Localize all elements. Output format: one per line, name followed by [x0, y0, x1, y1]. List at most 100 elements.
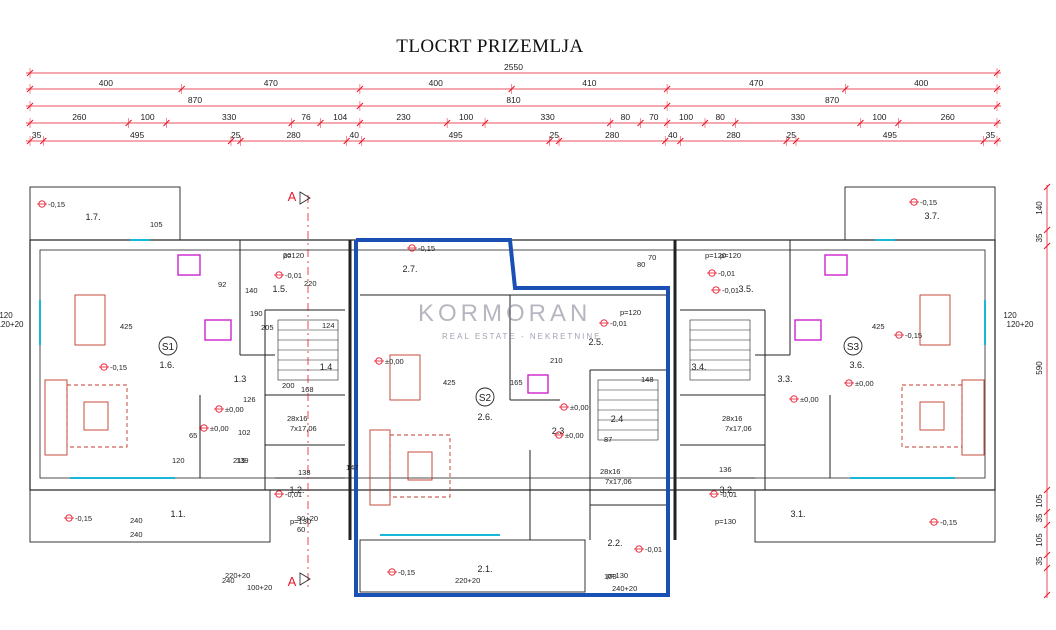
dimension-value: 870	[188, 95, 202, 105]
level-mark: -0,15	[418, 244, 435, 253]
room-label: 1.5.	[272, 284, 287, 294]
level-mark: -0,15	[905, 331, 922, 340]
room-label: 3.2.	[719, 485, 734, 495]
drawing-annotation: 105	[150, 220, 163, 229]
drawing-annotation: 190	[250, 309, 263, 318]
apartment-room-label: 1.6.	[159, 360, 174, 370]
dimension-tick	[1043, 564, 1051, 572]
level-mark: -0,01	[285, 271, 302, 280]
drawing-annotation: 425	[443, 378, 456, 387]
drawing-annotation: p=130	[607, 571, 628, 580]
level-mark: ±0,00	[210, 424, 229, 433]
dimension-value-vertical: 35	[1035, 556, 1044, 565]
watermark-brand: KORMORAN	[418, 300, 592, 327]
dimension-tick	[1043, 226, 1051, 234]
room-label: 3.7.	[924, 211, 939, 221]
apartment-room-label: 2.6.	[477, 412, 492, 422]
dimension-value: 260	[72, 112, 86, 122]
side-dimension: 120+20	[1007, 320, 1034, 329]
drawing-annotation: p=120	[705, 251, 726, 260]
drawing-annotation: 124	[322, 321, 335, 330]
level-mark: -0,01	[285, 490, 302, 499]
level-mark: ±0,00	[570, 403, 589, 412]
level-mark: -0,15	[398, 568, 415, 577]
section-arrow-icon	[299, 572, 311, 586]
drawing-annotation: 138	[298, 468, 311, 477]
dimension-value: 495	[449, 130, 463, 140]
highlight-outline-s2	[354, 238, 670, 597]
drawing-annotation: 200	[282, 381, 295, 390]
section-arrow-icon	[299, 191, 311, 205]
dimension-value: 25	[550, 130, 560, 140]
dimension-value-vertical: 105	[1035, 533, 1044, 547]
room-label: 1.1.	[170, 509, 185, 519]
drawing-annotation: 65	[189, 431, 197, 440]
drawing-annotation: 7x17,06	[290, 424, 317, 433]
dimension-value: 400	[429, 78, 443, 88]
level-mark: -0,15	[940, 518, 957, 527]
dimension-value-vertical: 105	[1035, 494, 1044, 508]
dimension-value: 400	[914, 78, 928, 88]
drawing-annotation: p=130	[715, 517, 736, 526]
dimension-value: 76	[301, 112, 311, 122]
drawing-annotation: 28x16	[287, 414, 307, 423]
apartment-marker	[843, 336, 863, 356]
dimension-value: 280	[286, 130, 300, 140]
drawing-annotation: 425	[120, 322, 133, 331]
dimension-value: 40	[349, 130, 359, 140]
dimension-value: 410	[582, 78, 596, 88]
room-label: 2.2.	[607, 538, 622, 548]
drawing-annotation: 425	[872, 322, 885, 331]
drawing-annotation: 28x16	[600, 467, 620, 476]
dimension-value: 330	[222, 112, 236, 122]
room-label: 1.2.	[289, 485, 304, 495]
drawing-annotation: 90+20	[297, 514, 318, 523]
room-label: 2.4	[611, 414, 624, 424]
dimension-value: 100	[872, 112, 886, 122]
drawing-annotation: 210	[550, 356, 563, 365]
dimension-value: 330	[791, 112, 805, 122]
drawing-annotation: 140	[245, 286, 258, 295]
room-label: 1.3	[234, 374, 247, 384]
level-mark: -0,15	[48, 200, 65, 209]
drawing-annotation: 139	[236, 456, 249, 465]
dimension-value: 70	[649, 112, 659, 122]
dimension-value: 104	[333, 112, 347, 122]
level-mark: -0,01	[645, 545, 662, 554]
dimension-tick	[1043, 551, 1051, 559]
drawing-annotation: p=120	[720, 251, 741, 260]
drawing-annotation: p=120	[283, 251, 304, 260]
dimension-value: 100	[679, 112, 693, 122]
apartment-marker	[158, 336, 178, 356]
level-mark: ±0,00	[855, 379, 874, 388]
drawing-annotation: 7x17,06	[605, 477, 632, 486]
room-label: 2.5.	[588, 337, 603, 347]
drawing-annotation: 102	[238, 428, 251, 437]
drawing-annotation: 100+20	[247, 583, 272, 592]
drawing-annotation: 100	[604, 572, 617, 581]
dimension-value: 2550	[504, 62, 523, 72]
dimension-value: 80	[621, 112, 631, 122]
drawing-annotation: 205	[261, 323, 274, 332]
dimension-value: 280	[726, 130, 740, 140]
drawing-annotation: 7x17,06	[725, 424, 752, 433]
section-marker-bottom: A	[288, 574, 297, 589]
apartment-room-label: 3.6.	[849, 360, 864, 370]
dimension-tick	[1043, 508, 1051, 516]
level-mark: ±0,00	[385, 357, 404, 366]
drawing-annotation: 120	[172, 456, 185, 465]
dimension-value: 25	[231, 130, 241, 140]
level-mark: -0,01	[722, 286, 739, 295]
drawing-annotation: 220	[304, 279, 317, 288]
drawing-annotation: 20	[283, 251, 291, 260]
dimension-value: 400	[99, 78, 113, 88]
dimension-value-vertical: 590	[1035, 361, 1044, 375]
drawing-annotation: 92	[218, 280, 226, 289]
dimension-value: 870	[825, 95, 839, 105]
dimension-value: 25	[787, 130, 797, 140]
level-mark: ±0,00	[800, 395, 819, 404]
drawing-annotation: 60	[297, 525, 305, 534]
drawing-annotation: 80	[637, 260, 645, 269]
dimension-value: 495	[130, 130, 144, 140]
room-label: 2.1.	[477, 564, 492, 574]
